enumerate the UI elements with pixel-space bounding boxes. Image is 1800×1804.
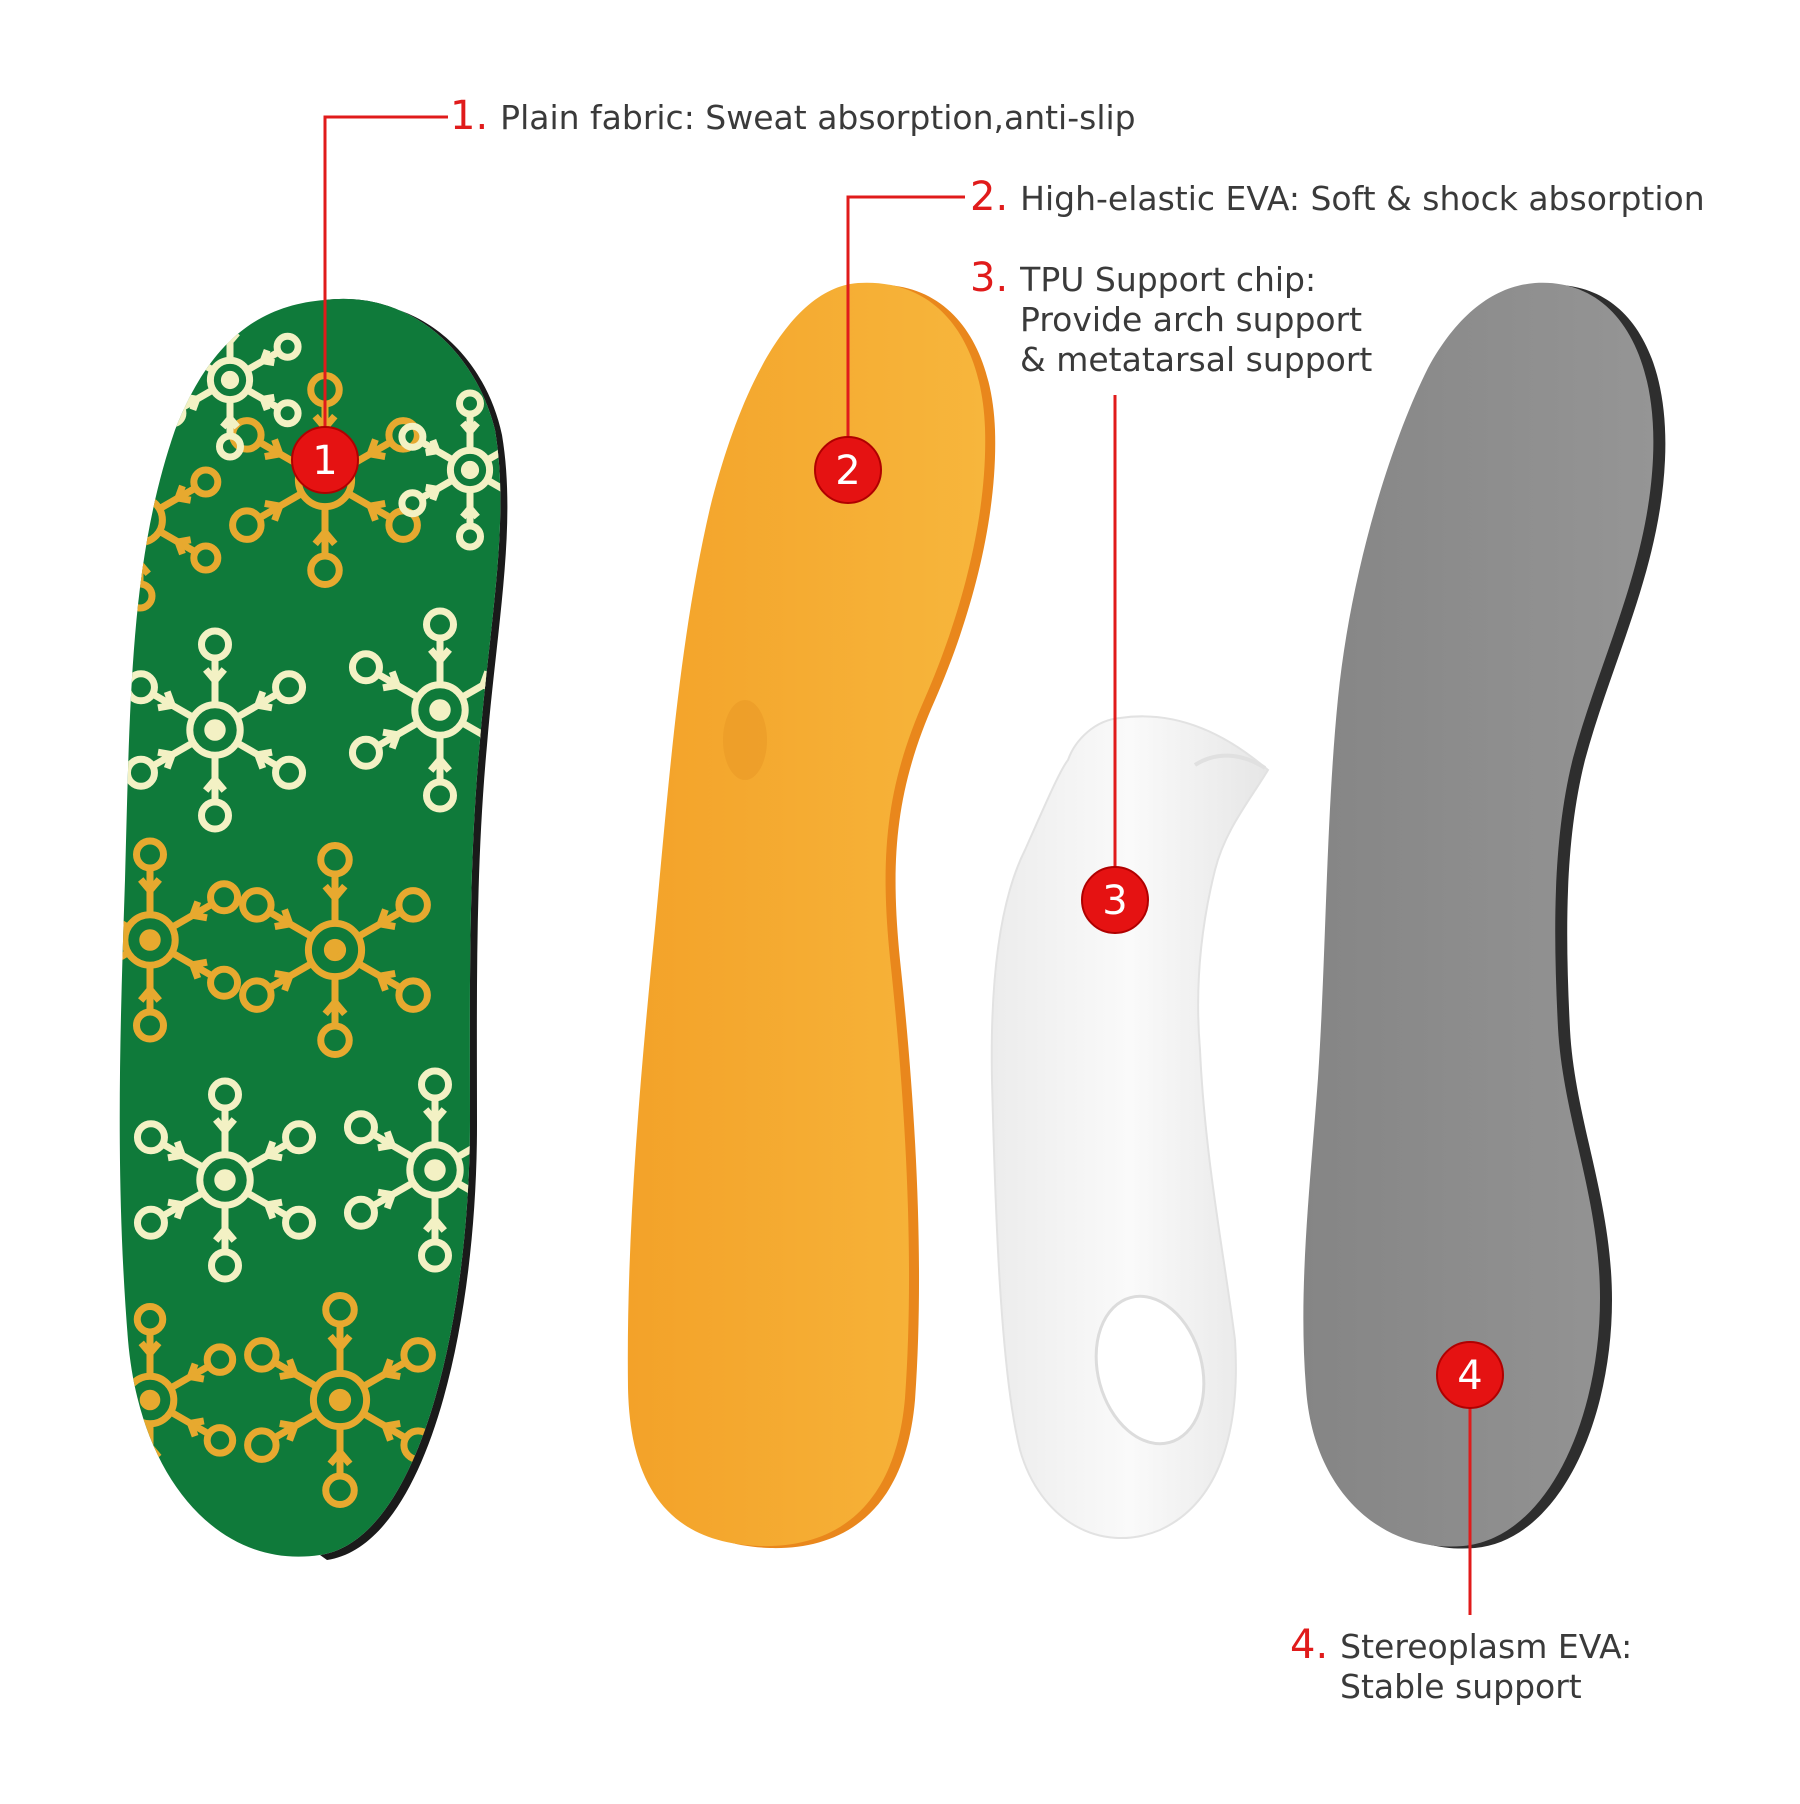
leader-line-1 xyxy=(323,115,448,460)
label-4-number: 4. xyxy=(1290,1622,1329,1668)
label-1: 1. Plain fabric: Sweat absorption,anti-sl… xyxy=(450,96,1136,138)
snowflake-motif xyxy=(398,389,501,551)
label-3: 3. TPU Support chip: Provide arch support… xyxy=(970,258,1372,380)
high-elastic-eva-insole xyxy=(627,282,996,1549)
label-4-line-2: Stable support xyxy=(1340,1667,1582,1706)
snowflake-motif xyxy=(133,1077,317,1283)
label-2-line-1: High-elastic EVA: Soft & shock absorptio… xyxy=(1020,179,1705,218)
label-1-line-1: Plain fabric: Sweat absorption,anti-slip xyxy=(500,98,1136,137)
svg-text:1: 1 xyxy=(312,438,337,484)
label-3-line-2: Provide arch support xyxy=(1020,300,1363,339)
leader-lines xyxy=(323,115,1472,1615)
label-2-number: 2. xyxy=(970,174,1009,220)
label-1-number: 1. xyxy=(450,93,489,139)
label-3-number: 3. xyxy=(970,255,1009,301)
plain-fabric-insole xyxy=(119,298,508,1560)
snowflake-motif xyxy=(239,842,431,1058)
stereoplasm-eva-insole xyxy=(1303,282,1666,1549)
marker-4: 4 xyxy=(1436,1341,1504,1409)
label-3-line-3: & metatarsal support xyxy=(1020,340,1373,379)
label-4: 4. Stereoplasm EVA: Stable support xyxy=(1290,1625,1632,1707)
svg-text:2: 2 xyxy=(835,448,860,494)
label-3-line-1: TPU Support chip: xyxy=(1020,260,1317,299)
label-2: 2. High-elastic EVA: Soft & shock absorpt… xyxy=(970,177,1705,219)
tpu-support-chip-shape xyxy=(990,715,1270,1539)
marker-3: 3 xyxy=(1081,866,1149,934)
marker-2: 2 xyxy=(814,436,882,504)
svg-text:3: 3 xyxy=(1102,878,1127,924)
leader-line-2 xyxy=(846,195,965,470)
snowflake-motif xyxy=(123,627,307,833)
marker-1: 1 xyxy=(291,426,359,494)
svg-text:4: 4 xyxy=(1457,1353,1482,1399)
snowflake-motif xyxy=(244,1292,436,1508)
label-4-line-1: Stereoplasm EVA: xyxy=(1340,1627,1633,1666)
